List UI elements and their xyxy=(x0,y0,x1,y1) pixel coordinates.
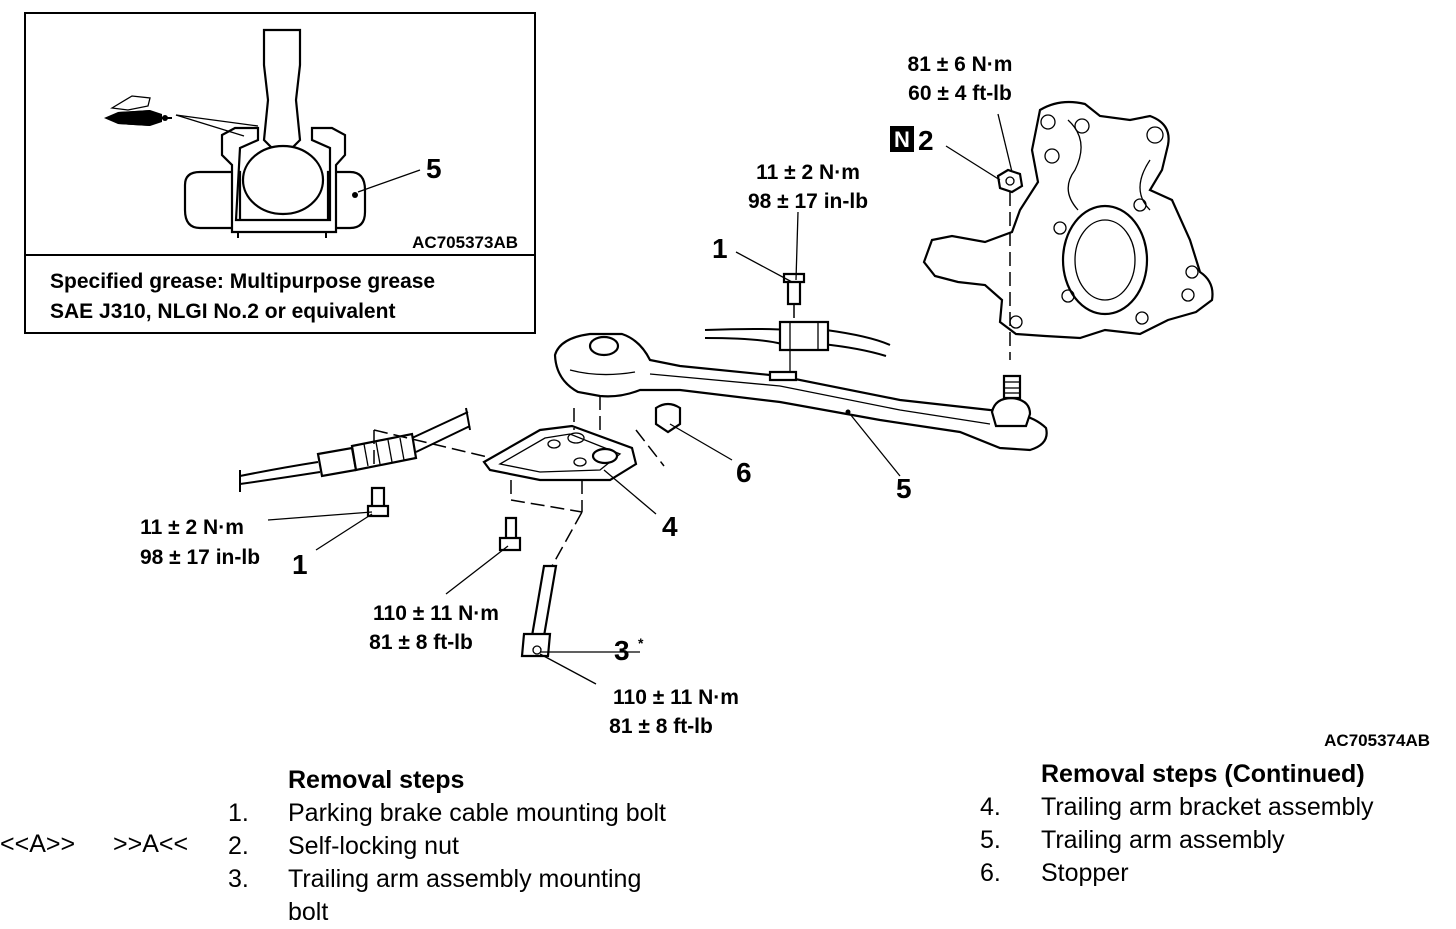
grease-inset: 5 AC705373AB Specified grease: Multipurp… xyxy=(24,12,536,334)
parking-brake-cable-upper xyxy=(704,272,891,382)
step-text: Parking brake cable mounting bolt xyxy=(288,799,667,827)
removal-steps: Removal steps 1. Parking brake cable mou… xyxy=(228,764,748,929)
removal-step-2: 2. Self-locking nut xyxy=(228,830,748,863)
inset-figure-code: AC705373AB xyxy=(412,233,518,252)
bracket-bolt-torque-ftlb: 81 ± 8 ft-lb xyxy=(369,631,473,654)
step-number: 6. xyxy=(980,859,1001,887)
knuckle-nut-torque-ftlb: 60 ± 4 ft-lb xyxy=(908,82,1012,105)
removal-step-5: 5. Trailing arm assembly xyxy=(980,824,1440,857)
cable-bolt-torque-nm: 11 ± 2 N·m xyxy=(756,161,860,184)
procedure-marks-install: >>A<< xyxy=(113,830,189,858)
part-5-label: 5 xyxy=(896,473,912,504)
trailing-arm-bracket xyxy=(482,408,665,552)
step-number: 5. xyxy=(980,826,1001,854)
grease-gun-icon xyxy=(104,95,172,126)
knuckle xyxy=(922,100,1214,340)
removal-steps-heading: Removal steps xyxy=(288,766,465,794)
part-1-label-top: 1 xyxy=(712,233,728,264)
removal-steps-continued-heading: Removal steps (Continued) xyxy=(1041,760,1365,788)
removal-steps-continued: Removal steps (Continued) 4. Trailing ar… xyxy=(980,758,1440,890)
figure-code: AC705374AB xyxy=(1324,731,1430,750)
knuckle-nut-torque-nm: 81 ± 6 N·m xyxy=(908,53,1013,76)
mounting-bolt-torque-nm: 110 ± 11 N·m xyxy=(613,686,739,709)
step-text: Trailing arm assembly xyxy=(1041,826,1285,854)
step-number: 3. xyxy=(228,865,249,893)
n2-badge xyxy=(890,126,914,152)
part-3-asterisk: * xyxy=(638,635,644,651)
part-3-label: 3 xyxy=(614,635,630,666)
procedure-marks-removal: <<A>> xyxy=(0,830,76,858)
part-2-label: 2 xyxy=(918,125,934,156)
part-6-label: 6 xyxy=(736,457,752,488)
trailing-arm xyxy=(553,332,1048,460)
stopper xyxy=(654,402,682,434)
removal-step-3: 3. Trailing arm assembly mounting bolt xyxy=(228,863,748,929)
removal-step-1: 1. Parking brake cable mounting bolt xyxy=(228,797,748,830)
removal-step-4: 4. Trailing arm bracket assembly xyxy=(980,791,1440,824)
removal-step-6: 6. Stopper xyxy=(980,857,1440,890)
leader-lines xyxy=(267,113,1013,685)
step-number: 4. xyxy=(980,793,1001,821)
step-number: 1. xyxy=(228,799,249,827)
parking-brake-cable-lower xyxy=(239,407,501,518)
inset-part-number: 5 xyxy=(426,153,442,184)
lower-cable-bolt-torque-inlb: 98 ± 17 in-lb xyxy=(140,546,260,569)
trailing-arm-mounting-bolt xyxy=(520,511,583,658)
part-4-label: 4 xyxy=(662,511,678,542)
step-text: Stopper xyxy=(1041,859,1129,887)
mounting-bolt-torque-ftlb: 81 ± 8 ft-lb xyxy=(609,715,713,738)
grease-spec-line2: SAE J310, NLGI No.2 or equivalent xyxy=(50,300,395,323)
lower-cable-bolt-torque-nm: 11 ± 2 N·m xyxy=(140,516,244,539)
n2-badge-letter: N xyxy=(894,127,910,152)
part-1-label-left: 1 xyxy=(292,549,308,580)
step-text: Trailing arm assembly mounting bolt xyxy=(288,865,642,926)
step-text: Trailing arm bracket assembly xyxy=(1041,793,1374,821)
ball-joint-cross-section xyxy=(183,28,367,238)
grease-spec-line1: Specified grease: Multipurpose grease xyxy=(50,270,435,293)
bracket-bolt-torque-nm: 110 ± 11 N·m xyxy=(373,602,499,625)
self-locking-nut xyxy=(996,168,1024,194)
step-text: Self-locking nut xyxy=(288,832,459,860)
step-number: 2. xyxy=(228,832,249,860)
cable-bolt-torque-inlb: 98 ± 17 in-lb xyxy=(748,190,868,213)
